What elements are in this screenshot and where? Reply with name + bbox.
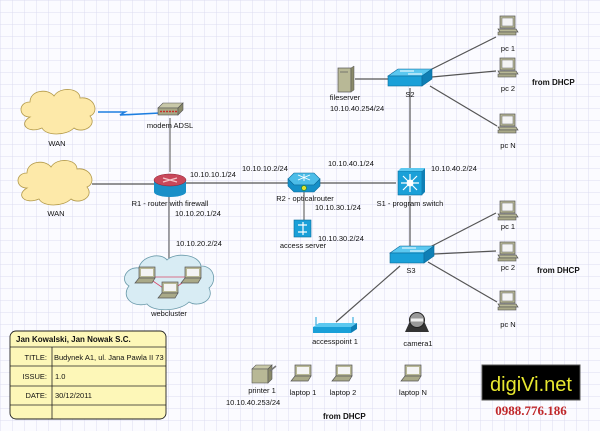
title-key: TITLE: bbox=[24, 353, 47, 362]
webcluster-label: webcluster bbox=[150, 309, 187, 318]
laptop-label: laptop N bbox=[399, 388, 427, 397]
pc-label: pc 2 bbox=[501, 84, 515, 93]
switch-s3-icon[interactable] bbox=[389, 245, 435, 264]
pc-icon[interactable] bbox=[497, 15, 519, 36]
switch-s2-label: S2 bbox=[405, 90, 414, 99]
pc-icon[interactable] bbox=[497, 241, 519, 262]
laptop-label: laptop 1 bbox=[290, 388, 317, 397]
pc-icon[interactable] bbox=[497, 290, 519, 311]
wan-label: WAN bbox=[47, 209, 64, 218]
ip-label: 10.10.40.1/24 bbox=[328, 159, 374, 168]
accesspoint-label: accesspoint 1 bbox=[312, 337, 358, 346]
switch-s1-icon[interactable] bbox=[397, 168, 425, 196]
ip-label: 10.10.10.1/24 bbox=[190, 170, 236, 179]
issue-value: 1.0 bbox=[55, 372, 65, 381]
links bbox=[92, 36, 498, 323]
router-r1-label: R1 - router with firewall bbox=[132, 199, 209, 208]
modem-label: modem ADSL bbox=[147, 121, 193, 130]
link-s3-pc1 bbox=[429, 212, 497, 248]
logo-phone: 0988.776.186 bbox=[495, 403, 567, 418]
webcluster-icon[interactable] bbox=[124, 254, 215, 311]
router-r2-icon[interactable] bbox=[287, 172, 321, 193]
laptop-label: laptop 2 bbox=[330, 388, 357, 397]
printer-icon[interactable] bbox=[251, 364, 277, 384]
ip-label: 10.10.20.1/24 bbox=[175, 209, 221, 218]
fileserver-icon[interactable] bbox=[337, 65, 355, 93]
date-key: DATE: bbox=[25, 391, 47, 400]
fileserver-label: fileserver bbox=[330, 93, 361, 102]
digivi-logo: digiVi.net 0988.776.186 bbox=[481, 364, 581, 418]
camera-label: camera1 bbox=[403, 339, 432, 348]
camera-icon[interactable] bbox=[405, 312, 429, 333]
printer-label: printer 1 bbox=[248, 386, 276, 395]
company-name: Jan Kowalski, Jan Nowak S.C. bbox=[16, 335, 131, 344]
pc-icon[interactable] bbox=[497, 200, 519, 221]
pc-label: pc 2 bbox=[501, 263, 515, 272]
ip-label: 10.10.10.2/24 bbox=[242, 164, 288, 173]
pc-label: pc 1 bbox=[501, 222, 515, 231]
link-s3-pc2 bbox=[433, 250, 497, 255]
dhcp-label: from DHCP bbox=[532, 78, 575, 87]
ip-label: 10.10.40.254/24 bbox=[330, 104, 384, 113]
link-s3-pcn bbox=[427, 261, 498, 303]
pc-label: pc N bbox=[500, 320, 515, 329]
switch-s2-icon[interactable] bbox=[387, 68, 433, 87]
pc-label: pc N bbox=[500, 141, 515, 150]
ip-label: 10.10.30.2/24 bbox=[318, 234, 364, 243]
dhcp-label: from DHCP bbox=[537, 266, 580, 275]
ip-label: 10.10.40.2/24 bbox=[431, 164, 477, 173]
wan-label: WAN bbox=[48, 139, 65, 148]
pc-label: pc 1 bbox=[501, 44, 515, 53]
date-value: 30/12/2011 bbox=[55, 391, 92, 400]
issue-key: ISSUE: bbox=[22, 372, 47, 381]
link-s3-accesspoint bbox=[335, 265, 401, 323]
ip-label: 10.10.40.253/24 bbox=[226, 398, 280, 407]
dhcp-label: from DHCP bbox=[323, 412, 366, 421]
ip-label: 10.10.30.1/24 bbox=[315, 203, 361, 212]
pc-icon[interactable] bbox=[497, 57, 519, 78]
title-value: Budynek A1, ul. Jana Pawla II 73 bbox=[54, 353, 164, 362]
link-s2-pcn bbox=[429, 85, 498, 127]
switch-s3-label: S3 bbox=[406, 266, 415, 275]
router-r1-icon[interactable] bbox=[153, 173, 187, 197]
access-server-icon[interactable] bbox=[293, 219, 312, 238]
pc-icon[interactable] bbox=[497, 113, 519, 134]
title-block: Jan Kowalski, Jan Nowak S.C. TITLE: Budy… bbox=[9, 330, 167, 420]
access-server-label: access server bbox=[280, 241, 327, 250]
link-s2-pc2 bbox=[431, 70, 497, 78]
router-r2-label: R2 - opticalrouter bbox=[276, 194, 334, 203]
wireless-link-modem-wan bbox=[98, 111, 161, 116]
logo-text: digiVi.net bbox=[490, 374, 572, 396]
link-s2-pc1 bbox=[429, 36, 497, 71]
ip-label: 10.10.20.2/24 bbox=[176, 239, 222, 248]
modem-icon[interactable] bbox=[157, 102, 184, 116]
accesspoint-icon[interactable] bbox=[313, 317, 357, 333]
switch-s1-label: S1 - program switch bbox=[377, 199, 444, 208]
